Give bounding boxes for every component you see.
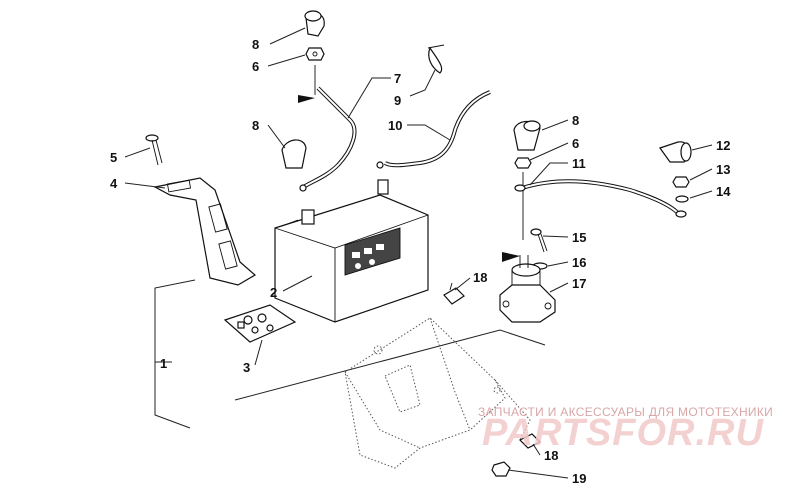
assembly-bracket-line	[154, 279, 196, 429]
callout-15: 15	[572, 230, 586, 245]
battery-tray	[344, 317, 531, 469]
nut-13	[672, 176, 690, 188]
hardware-kit	[223, 304, 297, 343]
callout-6-right: 6	[572, 136, 579, 151]
callout-16: 16	[572, 255, 586, 270]
cable-clip	[427, 44, 445, 74]
callout-13: 13	[716, 162, 730, 177]
callout-4: 4	[110, 176, 118, 191]
callout-14: 14	[716, 184, 731, 199]
callout-2: 2	[270, 285, 277, 300]
starter-solenoid	[499, 255, 556, 323]
leader-lines	[124, 27, 713, 479]
callout-19: 19	[572, 471, 586, 486]
callout-7: 7	[394, 71, 401, 86]
callout-10: 10	[388, 118, 402, 133]
connector-18-top	[443, 282, 465, 305]
callout-18-top: 18	[473, 270, 487, 285]
terminal-boot-left	[281, 139, 307, 169]
callout-9: 9	[394, 93, 401, 108]
terminal-boot-top	[304, 10, 325, 37]
callout-12: 12	[716, 138, 730, 153]
terminal-boot-right	[513, 120, 541, 151]
callout-3: 3	[243, 360, 250, 375]
callout-8-left: 8	[252, 118, 259, 133]
callout-11: 11	[572, 156, 586, 171]
nut-6-top	[305, 47, 325, 61]
terminal-boot-12	[659, 141, 692, 163]
nut-6-right	[514, 157, 532, 169]
callout-6-top: 6	[252, 59, 259, 74]
battery-bracket	[153, 177, 257, 286]
bolt-15	[530, 228, 548, 253]
watermark-logo: PARTSFOR.RU	[482, 412, 764, 454]
nut-19	[491, 461, 511, 477]
callout-8-right: 8	[572, 113, 579, 128]
arrow-indicator-top	[298, 95, 315, 103]
callout-5: 5	[110, 150, 117, 165]
watermark-caption: ЗАПЧАСТИ И АКСЕССУАРЫ ДЛЯ МОТОТЕХНИКИ	[478, 405, 773, 419]
cable-11	[514, 179, 687, 218]
washer-14	[675, 195, 689, 203]
callout-18-bottom: 18	[544, 448, 558, 463]
callout-17: 17	[572, 276, 586, 291]
arrow-indicator-solenoid	[502, 252, 520, 262]
callout-1: 1	[160, 356, 167, 371]
cable-10	[376, 90, 491, 169]
screw-5	[145, 134, 163, 166]
battery	[274, 179, 429, 323]
connector-18-bottom	[518, 433, 542, 449]
cable-7	[299, 86, 357, 192]
assembly-bracket-line-lower	[234, 329, 546, 401]
callout-8-top: 8	[252, 37, 259, 52]
